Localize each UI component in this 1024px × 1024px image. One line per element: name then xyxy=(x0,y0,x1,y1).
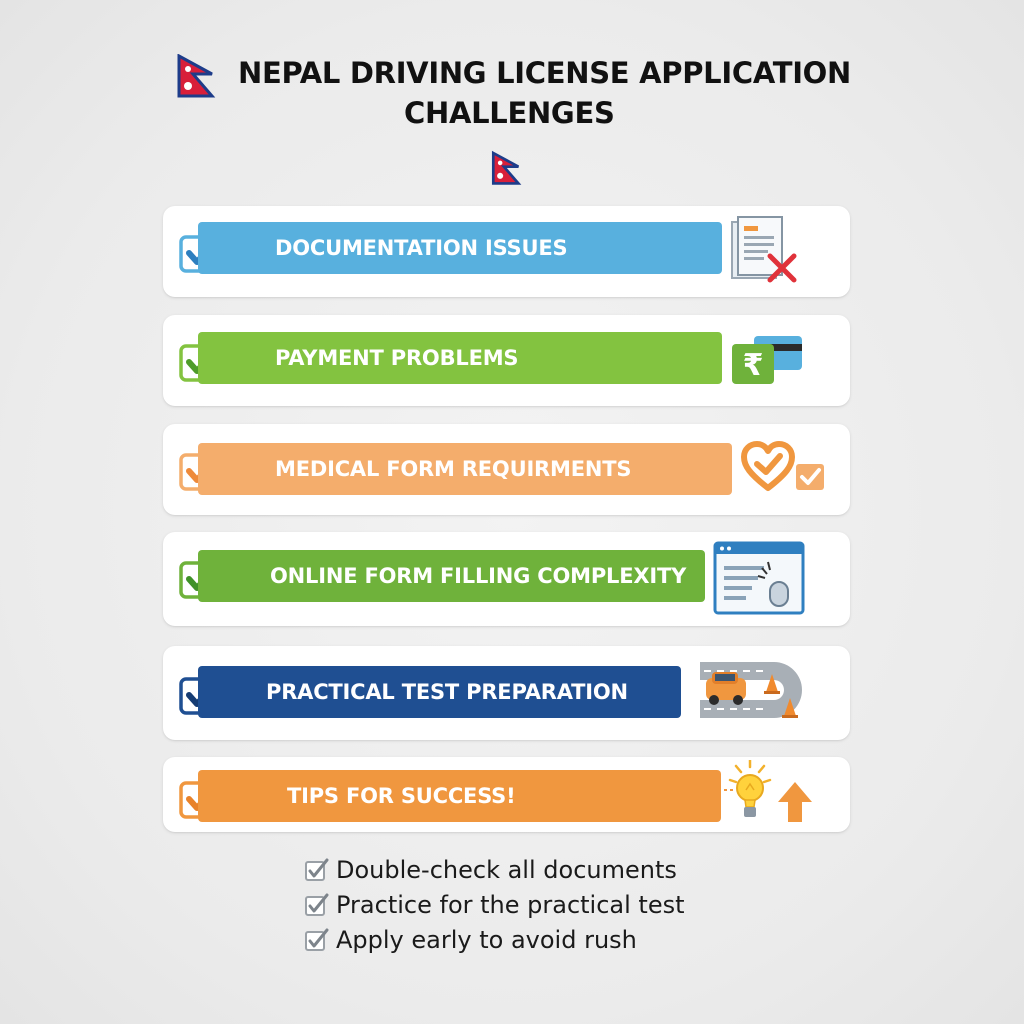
checkbox-checked-icon xyxy=(305,928,329,951)
nepal-flag-small-icon xyxy=(491,150,522,185)
heart-check-icon xyxy=(741,441,824,491)
tip-text: Double-check all documents xyxy=(336,855,677,884)
challenge-banner: TIPS FOR SUCCESS! xyxy=(198,770,721,822)
tips-list: Double-check all documents Practice for … xyxy=(304,852,685,957)
list-item: Practice for the practical test xyxy=(304,887,685,922)
challenge-label: PAYMENT PROBLEMS xyxy=(275,346,519,370)
svg-text:₹: ₹ xyxy=(743,348,764,383)
checkbox-checked-icon xyxy=(305,858,329,881)
checkbox-checked-icon xyxy=(305,893,329,916)
challenge-banner: MEDICAL FORM REQUIRMENTS xyxy=(198,443,732,495)
rupee-card-icon: ₹ xyxy=(732,336,802,384)
challenge-label: DOCUMENTATION ISSUES xyxy=(275,236,568,260)
document-rejected-icon xyxy=(731,216,797,283)
tip-text: Apply early to avoid rush xyxy=(336,925,637,954)
page-title-line-1: NEPAL DRIVING LICENSE APPLICATION xyxy=(238,56,852,90)
challenge-banner: DOCUMENTATION ISSUES xyxy=(198,222,722,274)
car-road-cone-icon xyxy=(700,662,802,718)
challenge-banner: PRACTICAL TEST PREPARATION xyxy=(198,666,681,718)
challenge-label: MEDICAL FORM REQUIRMENTS xyxy=(275,457,632,481)
challenge-banner: ONLINE FORM FILLING COMPLEXITY xyxy=(198,550,705,602)
challenge-banner: PAYMENT PROBLEMS xyxy=(198,332,722,384)
challenge-label: TIPS FOR SUCCESS! xyxy=(287,784,516,808)
challenge-label: PRACTICAL TEST PREPARATION xyxy=(266,680,628,704)
nepal-flag-icon xyxy=(177,54,216,98)
list-item: Double-check all documents xyxy=(304,852,685,887)
browser-click-icon xyxy=(713,541,805,615)
list-item: Apply early to avoid rush xyxy=(304,922,685,957)
lightbulb-arrow-icon xyxy=(724,760,812,822)
page-title-line-2: CHALLENGES xyxy=(404,96,615,130)
tip-text: Practice for the practical test xyxy=(336,890,685,919)
challenge-label: ONLINE FORM FILLING COMPLEXITY xyxy=(270,564,687,588)
